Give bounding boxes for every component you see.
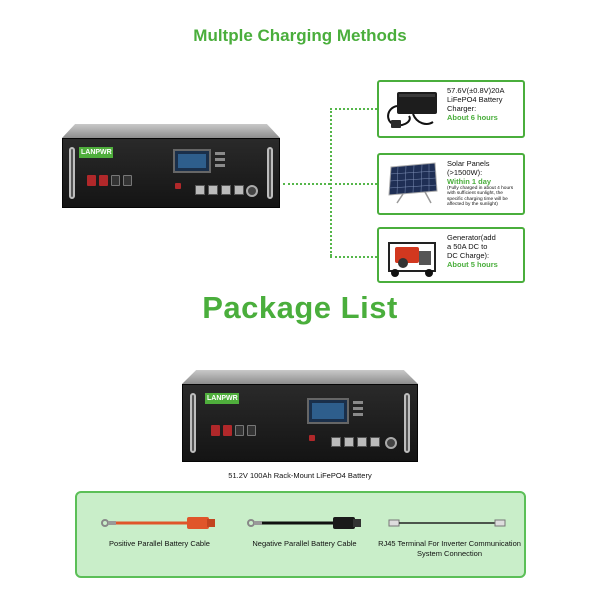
- charger-time: About 6 hours: [447, 113, 498, 122]
- generator-image: [388, 242, 436, 277]
- generator-time: About 5 hours: [447, 260, 498, 269]
- battery-unit-package: LANPWR: [182, 370, 418, 462]
- power-knob: [385, 437, 397, 449]
- brand-logo: LANPWR: [79, 147, 113, 158]
- solar-panel-image: [388, 162, 438, 204]
- power-knob: [246, 185, 258, 197]
- accessories-panel: Positive Parallel Battery Cable Negative…: [75, 491, 526, 578]
- battery-caption: 51.2V 100Ah Rack-Mount LiFePO4 Battery: [228, 471, 372, 480]
- charging-option-solar: Solar Panels (>1500W): Within 1 day (Ful…: [377, 153, 525, 215]
- generator-spec-line-2: a 50A DC to: [447, 242, 488, 251]
- charger-spec-line-2: LiFePO4 Battery: [447, 95, 503, 104]
- solar-note: (Fully charged in about 4 hours with suf…: [447, 186, 514, 208]
- battery-unit-charging: LANPWR: [62, 124, 280, 208]
- rj45-cable-image: [388, 519, 506, 527]
- charger-spec-line-1: 57.6V(±0.8V)20A: [447, 86, 505, 95]
- lcd-screen: [173, 149, 211, 173]
- charging-methods-title: Multple Charging Methods: [193, 26, 407, 45]
- lcd-screen: [307, 398, 349, 424]
- charging-option-generator: Generator(add a 50A DC to DC Charge): Ab…: [377, 227, 525, 283]
- positive-cable-label: Positive Parallel Battery Cable: [109, 539, 210, 548]
- solar-time: Within 1 day: [447, 177, 492, 186]
- charger-image: [387, 92, 437, 128]
- charging-option-charger: 57.6V(±0.8V)20A LiFePO4 Battery Charger:…: [377, 80, 525, 138]
- generator-spec-line-1: Generator(add: [447, 233, 496, 242]
- charger-spec-line-3: Charger:: [447, 104, 477, 113]
- package-list-title: Package List: [202, 290, 398, 325]
- solar-spec-line-1: Solar Panels: [447, 159, 490, 168]
- generator-spec-line-3: DC Charge):: [447, 251, 490, 260]
- negative-cable-image: [247, 517, 361, 529]
- negative-cable-label: Negative Parallel Battery Cable: [252, 539, 357, 548]
- brand-logo: LANPWR: [205, 393, 239, 404]
- rj45-label: RJ45 Terminal For Inverter Communication…: [378, 539, 521, 558]
- solar-spec-line-2: (>1500W):: [447, 168, 483, 177]
- positive-cable-image: [101, 517, 215, 529]
